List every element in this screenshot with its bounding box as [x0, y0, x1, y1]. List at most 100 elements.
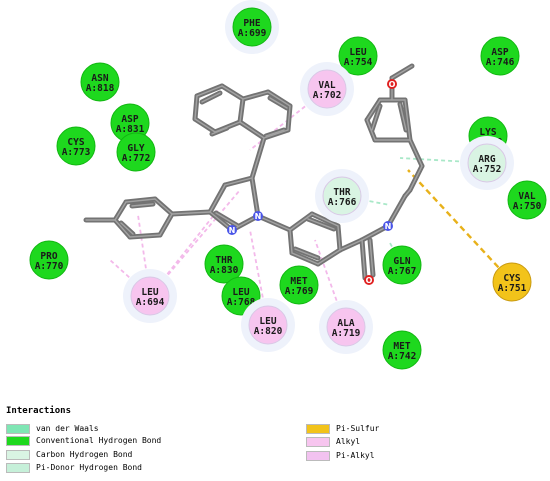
- bond-highlight-36: [337, 225, 341, 251]
- residue-disc: [382, 330, 422, 370]
- bond-highlight-7: [242, 91, 269, 100]
- bond-highlight-4: [214, 121, 241, 133]
- residue-disc: [279, 265, 319, 305]
- bond-highlight-2: [221, 85, 244, 100]
- residue-name: VAL: [518, 191, 535, 202]
- legend-label: Alkyl: [336, 437, 361, 446]
- residue-number: A:719: [332, 328, 361, 339]
- atom-n2-label: N: [229, 226, 236, 235]
- legend-label: Carbon Hydrogen Bond: [36, 450, 133, 459]
- atom-n1-label: N: [255, 212, 262, 221]
- atom-o-methoxy-label: O: [389, 80, 396, 89]
- bond-highlight-31: [120, 222, 134, 235]
- residue-disc: [507, 180, 547, 220]
- bond-highlight-9: [287, 105, 291, 131]
- bond-highlight-10: [263, 129, 289, 139]
- residue-number: A:742: [388, 351, 417, 362]
- residue-disc: [204, 244, 244, 284]
- bond-highlight-55: [371, 105, 381, 131]
- residue-number: A:752: [473, 164, 502, 175]
- bond-highlight-37: [317, 249, 341, 265]
- residue-name: ASN: [91, 73, 108, 84]
- bond-highlight-11: [239, 121, 265, 139]
- atom-n2-marker: [227, 225, 237, 235]
- residue-disc: [130, 276, 170, 316]
- residue-number: A:767: [388, 266, 417, 277]
- residue-disc: [467, 143, 507, 183]
- bond-highlight-58: [391, 65, 413, 79]
- residue-number: A:694: [136, 297, 165, 308]
- legend-label: Pi-Alkyl: [336, 451, 375, 460]
- residue-number: A:766: [328, 197, 357, 208]
- legend-swatch: [306, 424, 330, 434]
- residue-name: CYS: [503, 273, 520, 284]
- atom-o-carbonyl-marker: [364, 275, 374, 285]
- residue-name: LEU: [232, 287, 249, 298]
- residue-name: MET: [393, 341, 410, 352]
- bond-highlight-56: [399, 103, 407, 131]
- bond-highlight-15: [265, 129, 285, 137]
- residue-number: A:750: [513, 201, 542, 212]
- residue-number: A:830: [210, 265, 239, 276]
- bond-highlight-48: [409, 165, 423, 191]
- residue-disc: [29, 240, 69, 280]
- residue-number: A:820: [254, 326, 283, 337]
- bond-highlight-47: [404, 189, 411, 197]
- residue-number: A:699: [238, 28, 267, 39]
- residue-name: LYS: [479, 127, 496, 138]
- residue-disc: [326, 307, 366, 347]
- residue-number: A:772: [122, 153, 151, 164]
- ligand-molecule: [83, 63, 425, 281]
- bond-highlight-35: [311, 213, 339, 227]
- bond-highlight-39: [289, 229, 293, 254]
- residue-disc: [338, 36, 378, 76]
- residue-number: A:751: [498, 283, 527, 294]
- bond-highlight-41: [294, 248, 319, 259]
- legend-swatch: [306, 451, 330, 461]
- residue-disc: [80, 62, 120, 102]
- residue-disc: [322, 176, 362, 216]
- cys751-pi-sulfur-line: [407, 169, 513, 283]
- legend-label: Pi-Sulfur: [336, 424, 380, 433]
- residue-name: PHE: [243, 18, 260, 29]
- legend-swatch: [6, 436, 30, 446]
- atom-n-amide-label: N: [385, 222, 392, 231]
- legend-title: Interactions: [6, 406, 72, 416]
- bond-highlight-14: [269, 97, 288, 109]
- bond-highlight-20: [209, 184, 226, 213]
- residue-name: GLN: [393, 256, 410, 267]
- bond-highlight-30: [131, 203, 154, 207]
- atom-n-amide-marker: [383, 221, 393, 231]
- bond-highlight-17: [251, 177, 259, 217]
- bond-highlight-8: [267, 91, 291, 107]
- bond-highlight-16: [251, 137, 265, 179]
- residue-name: MET: [290, 276, 307, 287]
- bond-highlight-27: [114, 219, 131, 238]
- bond-highlight-38: [291, 252, 319, 265]
- bond-highlight-3: [239, 98, 244, 123]
- bond-highlight-42: [339, 239, 363, 251]
- bond-highlight-40: [307, 218, 335, 230]
